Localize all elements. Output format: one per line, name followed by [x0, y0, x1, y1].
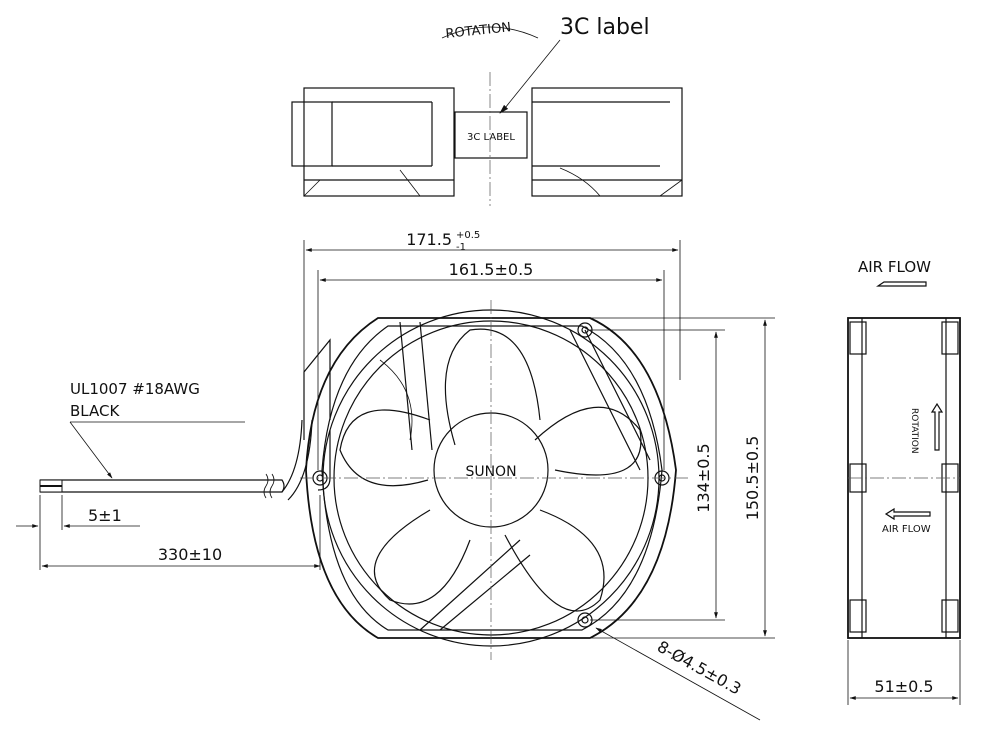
strip-length: 5±1 [88, 506, 122, 525]
top-left-body [303, 87, 455, 197]
label-callout-text: 3C label [560, 15, 650, 40]
label-leader [504, 39, 561, 109]
wire-color: BLACK [70, 402, 120, 420]
top-right-body [531, 87, 683, 197]
label-box-text: 3C LABEL [467, 132, 515, 143]
top-view: ROTATION 3C label 3C LABEL [291, 15, 683, 206]
overall-width-value: 171.5 [406, 230, 452, 249]
spoke-top [399, 321, 433, 451]
side-rotation-text: ROTATION [909, 408, 919, 454]
overall-width-tol-plus: +0.5 [456, 230, 480, 241]
label-box [454, 111, 528, 159]
spoke-right [569, 329, 651, 471]
hole-spacing-y-value: 134±0.5 [694, 443, 713, 512]
side-view: AIR FLOW ROTATION AIR FLOW 51±0.5 [847, 258, 961, 705]
hole-callout: 8-Ø4.5±0.3 [595, 627, 761, 721]
front-view: SUNON [281, 300, 690, 660]
wire-leader [69, 421, 113, 479]
top-rotation-label: ROTATION [445, 20, 512, 42]
rotation-arrow-icon [930, 402, 944, 451]
wire [40, 479, 285, 493]
side-airflow-arrow-icon [884, 507, 931, 521]
airflow-arrow-icon [876, 281, 927, 287]
hole-spacing-x-value: 161.5±0.5 [449, 260, 534, 279]
height-dimensions: 150.5±0.5 134±0.5 [590, 317, 775, 639]
depth-value: 51±0.5 [874, 677, 933, 696]
overall-height-value: 150.5±0.5 [743, 436, 762, 521]
wire-break [263, 473, 275, 499]
wire-spec: UL1007 #18AWG [70, 380, 200, 398]
side-airflow-title: AIR FLOW [858, 258, 931, 276]
rotation-arc [441, 26, 539, 39]
spoke-bottom [419, 539, 531, 631]
wire-bracket [303, 338, 331, 440]
blades [339, 328, 642, 612]
wire-group: UL1007 #18AWG BLACK 5±1 330±10 [16, 380, 321, 570]
hole-spec: 8-Ø4.5±0.3 [654, 637, 744, 699]
wire-length: 330±10 [158, 545, 222, 564]
width-dimensions: 171.5 +0.5 -1 161.5±0.5 [303, 230, 681, 470]
overall-width-tol-minus: -1 [456, 242, 466, 253]
side-airflow-text: AIR FLOW [882, 524, 931, 535]
